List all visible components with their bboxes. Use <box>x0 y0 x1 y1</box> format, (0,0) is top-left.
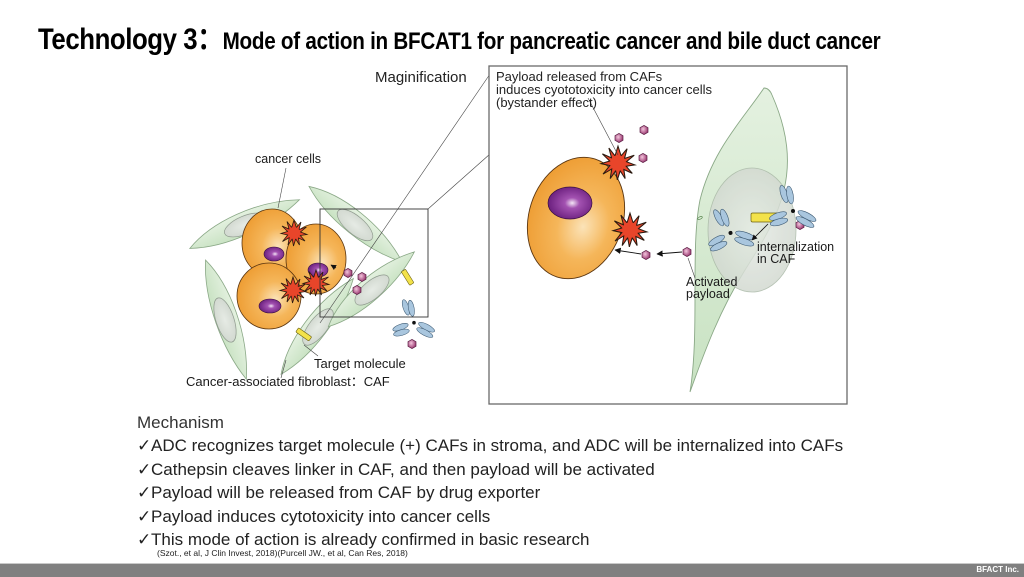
references: (Szot., et al, J Clin Invest, 2018)(Purc… <box>157 548 408 558</box>
check-icon: ✓ <box>137 459 152 479</box>
mechanism-item-text: Payload induces cytotoxicity into cancer… <box>151 506 491 526</box>
footer-brand: BFACT Inc. <box>976 565 1019 574</box>
payload-icon <box>357 272 367 282</box>
slide-title-prefix: Technology 3： <box>38 23 223 56</box>
mechanism-section: Mechanism ✓ADC recognizes target molecul… <box>137 412 843 552</box>
mechanism-item: ✓Payload induces cytotoxicity into cance… <box>137 505 843 529</box>
label-cancer-cells: cancer cells <box>255 152 321 166</box>
mechanism-item: ✓This mode of action is already confirme… <box>137 528 843 552</box>
payload-icon <box>343 268 353 278</box>
caption-line: Payload released from CAFs <box>496 69 663 84</box>
check-icon: ✓ <box>137 506 152 526</box>
payload-icon <box>407 339 417 349</box>
target-molecule-icon <box>401 269 414 286</box>
overview-scene <box>184 73 491 384</box>
mechanism-item: ✓Payload will be released from CAF by dr… <box>137 481 843 505</box>
mechanism-item-text: ADC recognizes target molecule (+) CAFs … <box>151 436 844 455</box>
mechanism-heading: Mechanism <box>137 413 224 432</box>
activated-payload-icon <box>682 247 692 257</box>
bystander-effect-caption: Payload released from CAFs induces cyoto… <box>496 70 712 109</box>
slide-title-main: Mode of action in BFCAT1 for pancreatic … <box>222 28 881 55</box>
target-molecule-icon <box>295 327 312 341</box>
slide-title: Technology 3：Mode of action in BFCAT1 fo… <box>38 14 881 58</box>
label-line: in CAF <box>757 252 796 266</box>
payload-icon <box>614 133 624 143</box>
payload-icon <box>639 125 649 135</box>
caption-line: induces cyototoxicity into cancer cells <box>496 82 713 97</box>
label-line: internalization <box>757 240 835 254</box>
mechanism-item: ✓Cathepsin cleaves linker in CAF, and th… <box>137 458 843 482</box>
caf-nucleus <box>707 167 797 293</box>
label-caf: Cancer-associated fibroblast：CAF <box>186 374 390 389</box>
nucleus <box>263 246 285 262</box>
check-icon: ✓ <box>137 483 152 502</box>
check-icon: ✓ <box>137 530 152 549</box>
label-activated-payload: Activated payload <box>686 275 738 301</box>
payload-icon <box>641 250 651 260</box>
mechanism-item: ✓ADC recognizes target molecule (+) CAFs… <box>137 434 843 458</box>
check-icon: ✓ <box>137 436 152 455</box>
antibody-drug-conjugate-icon <box>391 298 437 340</box>
label-line: Activated <box>686 275 738 289</box>
label-internalization: internalization in CAF <box>757 240 835 266</box>
footer-bar: BFACT Inc. <box>0 563 1024 577</box>
mechanism-item-text: Cathepsin cleaves linker in CAF, and the… <box>151 459 655 479</box>
mechanism-item-text: This mode of action is already confirmed… <box>151 530 590 549</box>
magnified-panel <box>488 65 848 405</box>
payload-icon <box>352 285 362 295</box>
magnification-region <box>319 208 429 318</box>
payload-icon <box>638 153 648 163</box>
magnification-label: Maginification <box>375 69 467 86</box>
nucleus <box>258 298 282 314</box>
label-target-molecule: Target molecule <box>314 356 406 371</box>
caption-line: (bystander effect) <box>496 95 597 110</box>
mechanism-item-text: Payload will be released from CAF by dru… <box>151 483 541 502</box>
label-line: payload <box>686 287 730 301</box>
nucleus <box>547 186 593 220</box>
